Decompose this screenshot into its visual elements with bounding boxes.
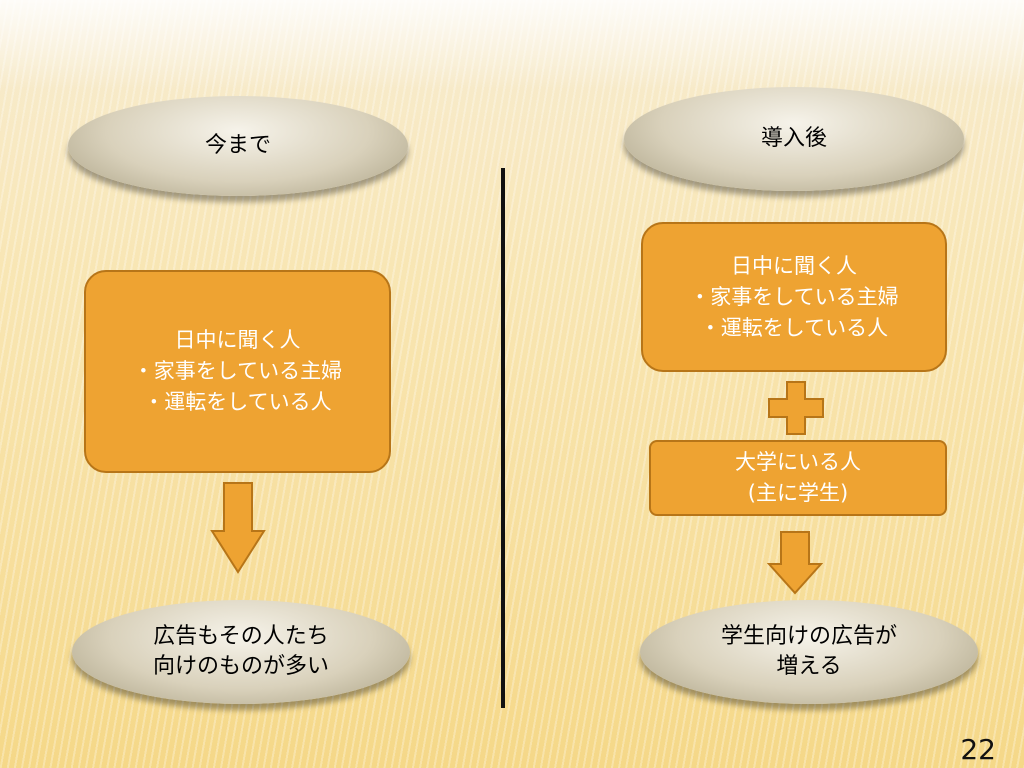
right-result-line-1: 学生向けの広告が	[720, 624, 897, 649]
right-student-line-1: 大学にいる人	[735, 450, 861, 474]
plus-icon	[768, 381, 824, 435]
left-audience-line-2: ・家事をしている主婦	[132, 359, 343, 383]
right-audience-box: 日中に聞く人 ・家事をしている主婦 ・運転をしている人	[641, 222, 947, 372]
left-result-line-1: 広告もその人たち	[153, 624, 329, 649]
right-result-line-2: 増える	[776, 654, 842, 679]
right-audience-line-1: 日中に聞く人	[731, 253, 857, 278]
left-result-ellipse: 広告もその人たち 向けのものが多い	[72, 600, 410, 704]
left-audience-line-1: 日中に聞く人	[174, 328, 301, 352]
background-highlight	[0, 0, 1024, 90]
left-header-ellipse: 今まで	[68, 96, 408, 196]
right-header-label: 導入後	[760, 126, 827, 151]
right-down-arrow	[767, 531, 823, 595]
right-audience-line-2: ・家事をしている主婦	[689, 284, 899, 309]
right-header-ellipse: 導入後	[624, 87, 964, 191]
column-divider	[501, 168, 505, 708]
right-audience-line-3: ・運転をしている人	[699, 315, 889, 340]
left-audience-line-3: ・運転をしている人	[143, 390, 332, 414]
right-student-line-2: (主に学生)	[747, 481, 849, 505]
right-result-ellipse: 学生向けの広告が 増える	[640, 600, 978, 704]
right-student-box: 大学にいる人 (主に学生)	[649, 440, 947, 516]
left-header-label: 今まで	[204, 133, 271, 158]
left-down-arrow	[210, 482, 266, 574]
left-audience-box: 日中に聞く人 ・家事をしている主婦 ・運転をしている人	[84, 270, 391, 473]
left-result-line-2: 向けのものが多い	[152, 654, 329, 679]
page-number: 22	[960, 733, 996, 766]
